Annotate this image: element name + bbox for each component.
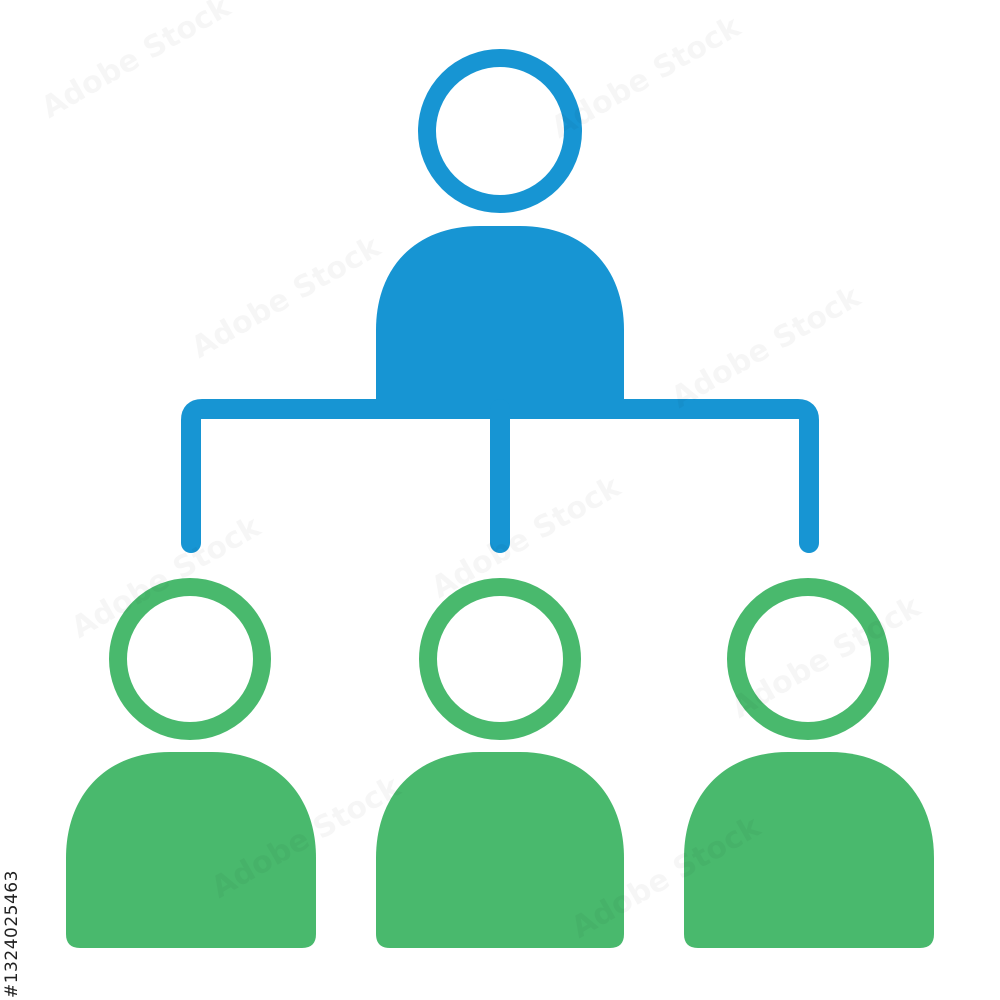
member-left-head — [109, 578, 271, 740]
member-right-body — [684, 752, 934, 948]
leader-head — [418, 49, 582, 213]
member-left-body — [66, 752, 316, 948]
hierarchy-connector-lines — [181, 399, 819, 553]
member-right-head — [727, 578, 889, 740]
leader-person-icon — [376, 49, 624, 400]
member-center-head — [419, 578, 581, 740]
stock-id-label: #1324025463 — [2, 870, 22, 998]
member-person-icon-right — [684, 578, 934, 948]
member-center-body — [376, 752, 624, 948]
member-person-icon-left — [66, 578, 316, 948]
member-person-icon-center — [376, 578, 624, 948]
leader-body — [376, 226, 624, 400]
